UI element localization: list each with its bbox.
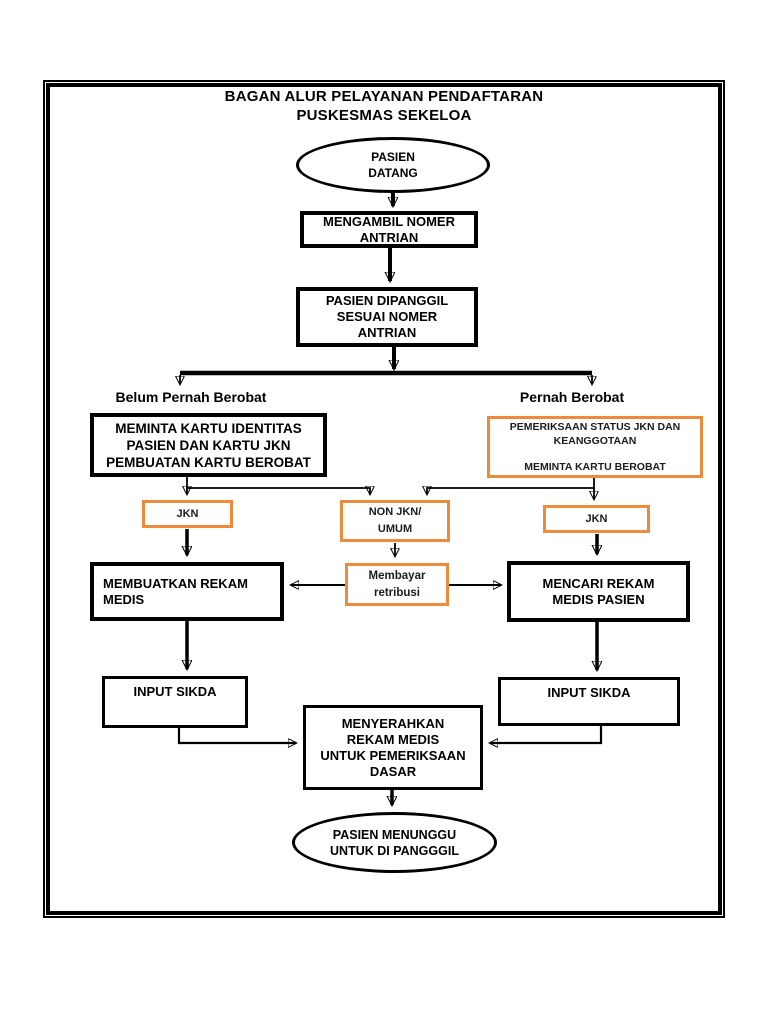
- ask-identity-line2: PASIEN DAN KARTU JKN: [126, 437, 291, 453]
- check-status-line2: KEANGGOTAAN: [553, 435, 637, 447]
- check-status-line1: PEMERIKSAAN STATUS JKN DAN: [509, 421, 681, 433]
- page-title: BAGAN ALUR PELAYANAN PENDAFTARAN PUSKESM…: [84, 87, 684, 125]
- node-create-record: MEMBUATKAN REKAM MEDIS: [90, 562, 284, 621]
- node-end-terminator: PASIEN MENUNGGU UNTUK DI PANGGGIL: [292, 812, 497, 873]
- handover-line3: UNTUK PEMERIKSAAN: [320, 747, 466, 763]
- branch-right-label: Pernah Berobat: [519, 389, 625, 405]
- node-check-status: PEMERIKSAAN STATUS JKN DAN KEANGGOTAAN M…: [487, 416, 703, 478]
- jkn-right-label: JKN: [585, 513, 608, 525]
- input-sikda-left-label: INPUT SIKDA: [133, 684, 217, 699]
- end-line2: UNTUK DI PANGGGIL: [330, 843, 459, 858]
- page-frame-outer: [43, 80, 725, 918]
- handover-line4: DASAR: [369, 763, 417, 779]
- node-patient-called: PASIEN DIPANGGIL SESUAI NOMER ANTRIAN: [296, 287, 478, 347]
- page-frame-inner: [46, 83, 722, 915]
- pay-line1: Membayar: [368, 569, 426, 582]
- called-line1: PASIEN DIPANGGIL: [325, 293, 449, 308]
- ask-identity-line3: PEMBUATAN KARTU BEROBAT: [106, 454, 311, 470]
- branch-left-label: Belum Pernah Berobat: [115, 389, 267, 405]
- node-find-record: MENCARI REKAM MEDIS PASIEN: [507, 561, 690, 622]
- node-input-sikda-right: INPUT SIKDA: [498, 677, 680, 726]
- node-start-terminator: PASIEN DATANG: [296, 137, 490, 193]
- create-record-line1: MEMBUATKAN REKAM: [103, 575, 248, 591]
- node-handover: MENYERAHKAN REKAM MEDIS UNTUK PEMERIKSAA…: [303, 705, 483, 790]
- check-status-line3: MEMINTA KARTU BEROBAT: [524, 461, 666, 473]
- handover-line1: MENYERAHKAN: [341, 715, 445, 731]
- take-number-line1: MENGAMBIL NOMER: [323, 213, 455, 229]
- non-jkn-line1: NON JKN/: [368, 506, 422, 518]
- take-number-line2: ANTRIAN: [359, 229, 419, 245]
- create-record-line2: MEDIS: [103, 591, 145, 607]
- node-pay-retribution: Membayar retribusi: [345, 563, 449, 606]
- find-record-line2: MEDIS PASIEN: [552, 591, 645, 607]
- end-line1: PASIEN MENUNGGU: [332, 827, 457, 842]
- start-line2: DATANG: [368, 166, 418, 180]
- called-line3: ANTRIAN: [357, 325, 417, 340]
- node-jkn-left: JKN: [142, 500, 233, 528]
- node-non-jkn-umum: NON JKN/ UMUM: [340, 500, 450, 542]
- handover-line2: REKAM MEDIS: [346, 731, 440, 747]
- ask-identity-line1: MEMINTA KARTU IDENTITAS: [115, 420, 302, 436]
- node-ask-identity: MEMINTA KARTU IDENTITAS PASIEN DAN KARTU…: [90, 413, 327, 477]
- start-line1: PASIEN: [371, 150, 415, 164]
- pay-line2: retribusi: [373, 586, 420, 599]
- page-title-line1: BAGAN ALUR PELAYANAN PENDAFTARAN: [224, 88, 544, 105]
- input-sikda-right-label: INPUT SIKDA: [547, 685, 631, 700]
- jkn-left-label: JKN: [176, 508, 199, 520]
- called-line2: SESUAI NOMER: [336, 309, 438, 324]
- non-jkn-line2: UMUM: [377, 523, 413, 535]
- node-jkn-right: JKN: [543, 505, 650, 533]
- find-record-line1: MENCARI REKAM: [542, 575, 655, 591]
- node-take-number: MENGAMBIL NOMER ANTRIAN: [300, 211, 478, 248]
- page-title-line2: PUSKESMAS SEKELOA: [296, 107, 472, 124]
- node-input-sikda-left: INPUT SIKDA: [102, 676, 248, 728]
